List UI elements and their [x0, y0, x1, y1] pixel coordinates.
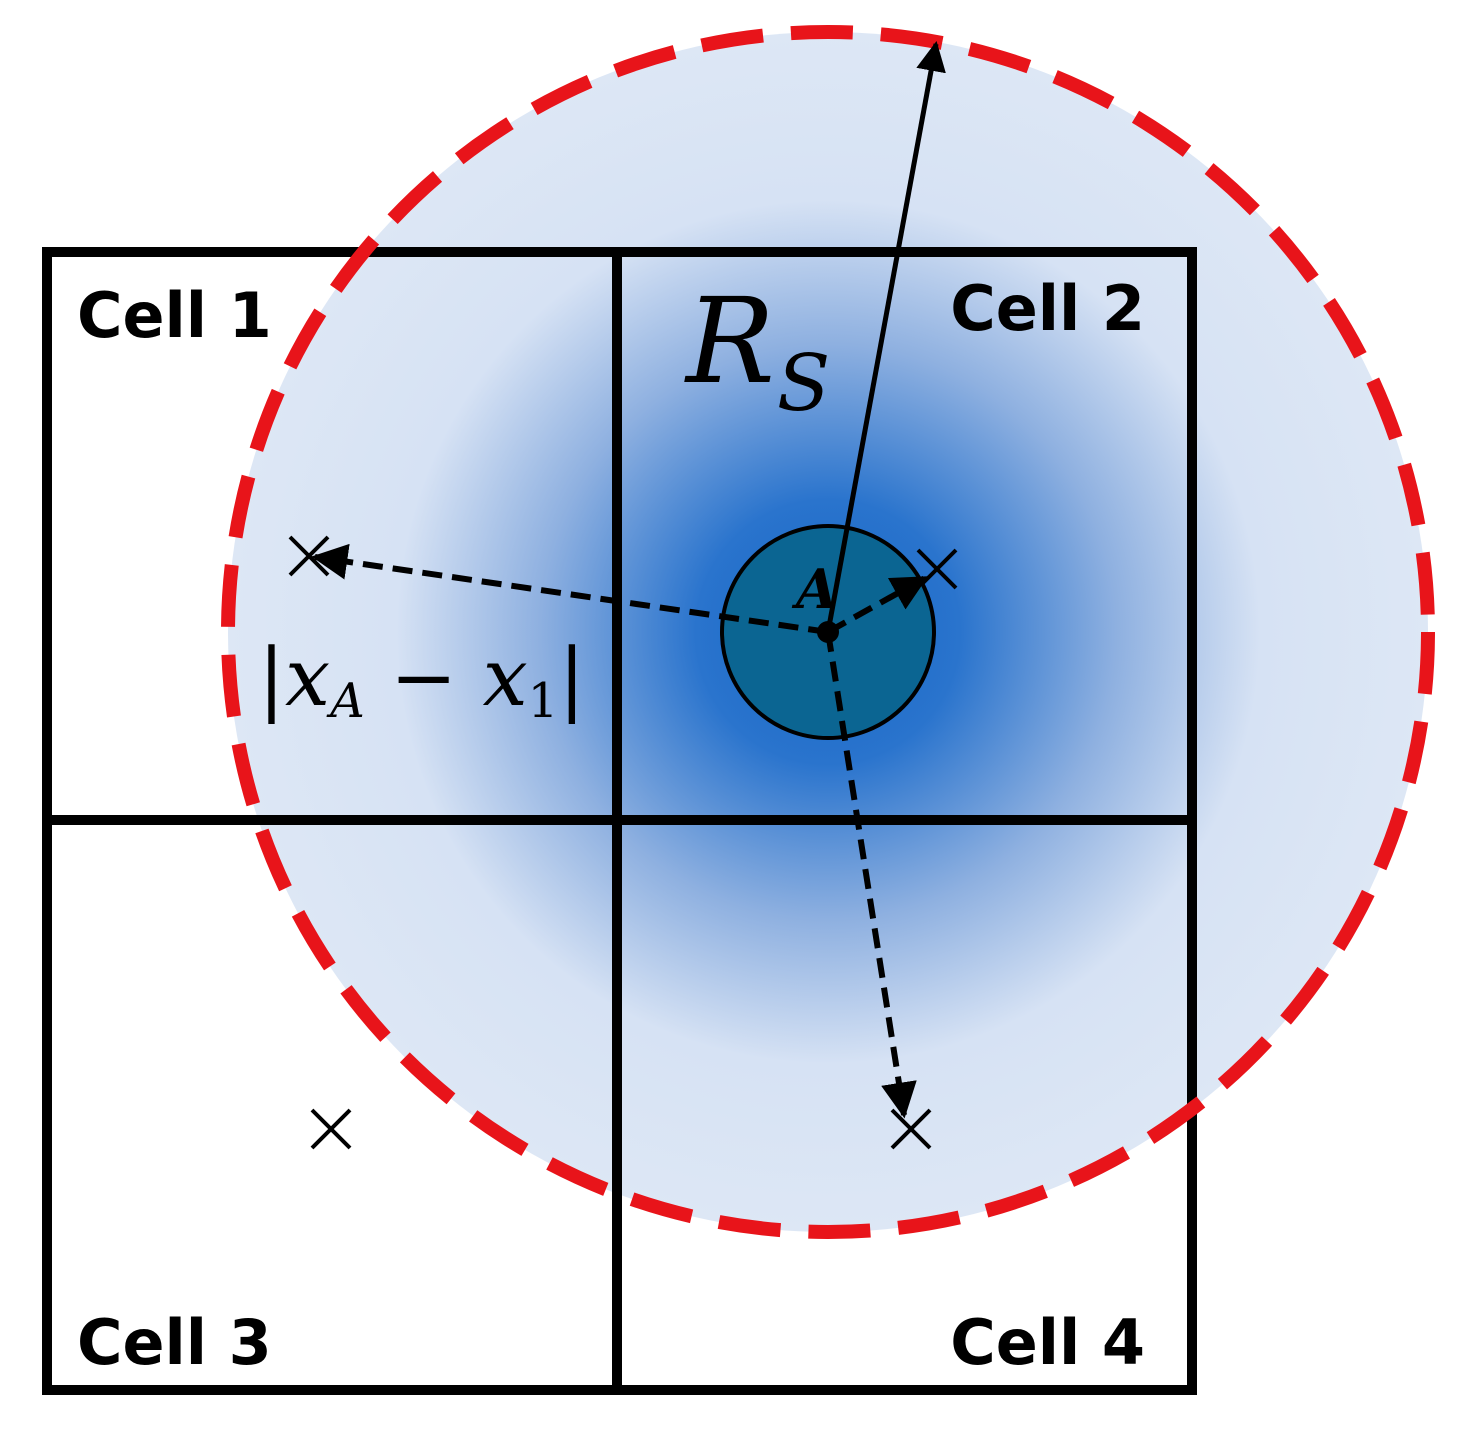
distance-label-x-1: x: [483, 631, 528, 724]
distance-label-sub-a: A: [326, 673, 365, 729]
cell-3-label: Cell 3: [77, 1306, 272, 1379]
radius-label: RS: [684, 272, 830, 429]
radius-label-subscript: S: [777, 339, 830, 429]
distance-label-minus: −: [365, 631, 483, 724]
distance-arrow-cell-2: [826, 575, 929, 635]
radius-label-main: R: [684, 272, 775, 410]
radius-arrow: [825, 41, 946, 633]
cell-3-center-marker: [310, 1108, 352, 1150]
distance-bar-right: |: [558, 631, 585, 724]
cutoff-circle: [221, 25, 1435, 1239]
distance-label-sub-1: 1: [528, 673, 559, 729]
distance-bar-left: |: [258, 631, 285, 724]
particle-a-center-dot: [817, 621, 839, 643]
cell-1-label: Cell 1: [77, 279, 272, 352]
particle-a-label: A: [791, 557, 838, 621]
distance-arrow-cell-4: [825, 631, 917, 1119]
distance-label-x-a: x: [285, 631, 330, 724]
distance-label: |xA − x1|: [258, 631, 585, 729]
cell-2-label: Cell 2: [950, 272, 1145, 345]
distance-arrow-cell-1: [311, 543, 829, 635]
cell-4-label: Cell 4: [950, 1306, 1145, 1379]
